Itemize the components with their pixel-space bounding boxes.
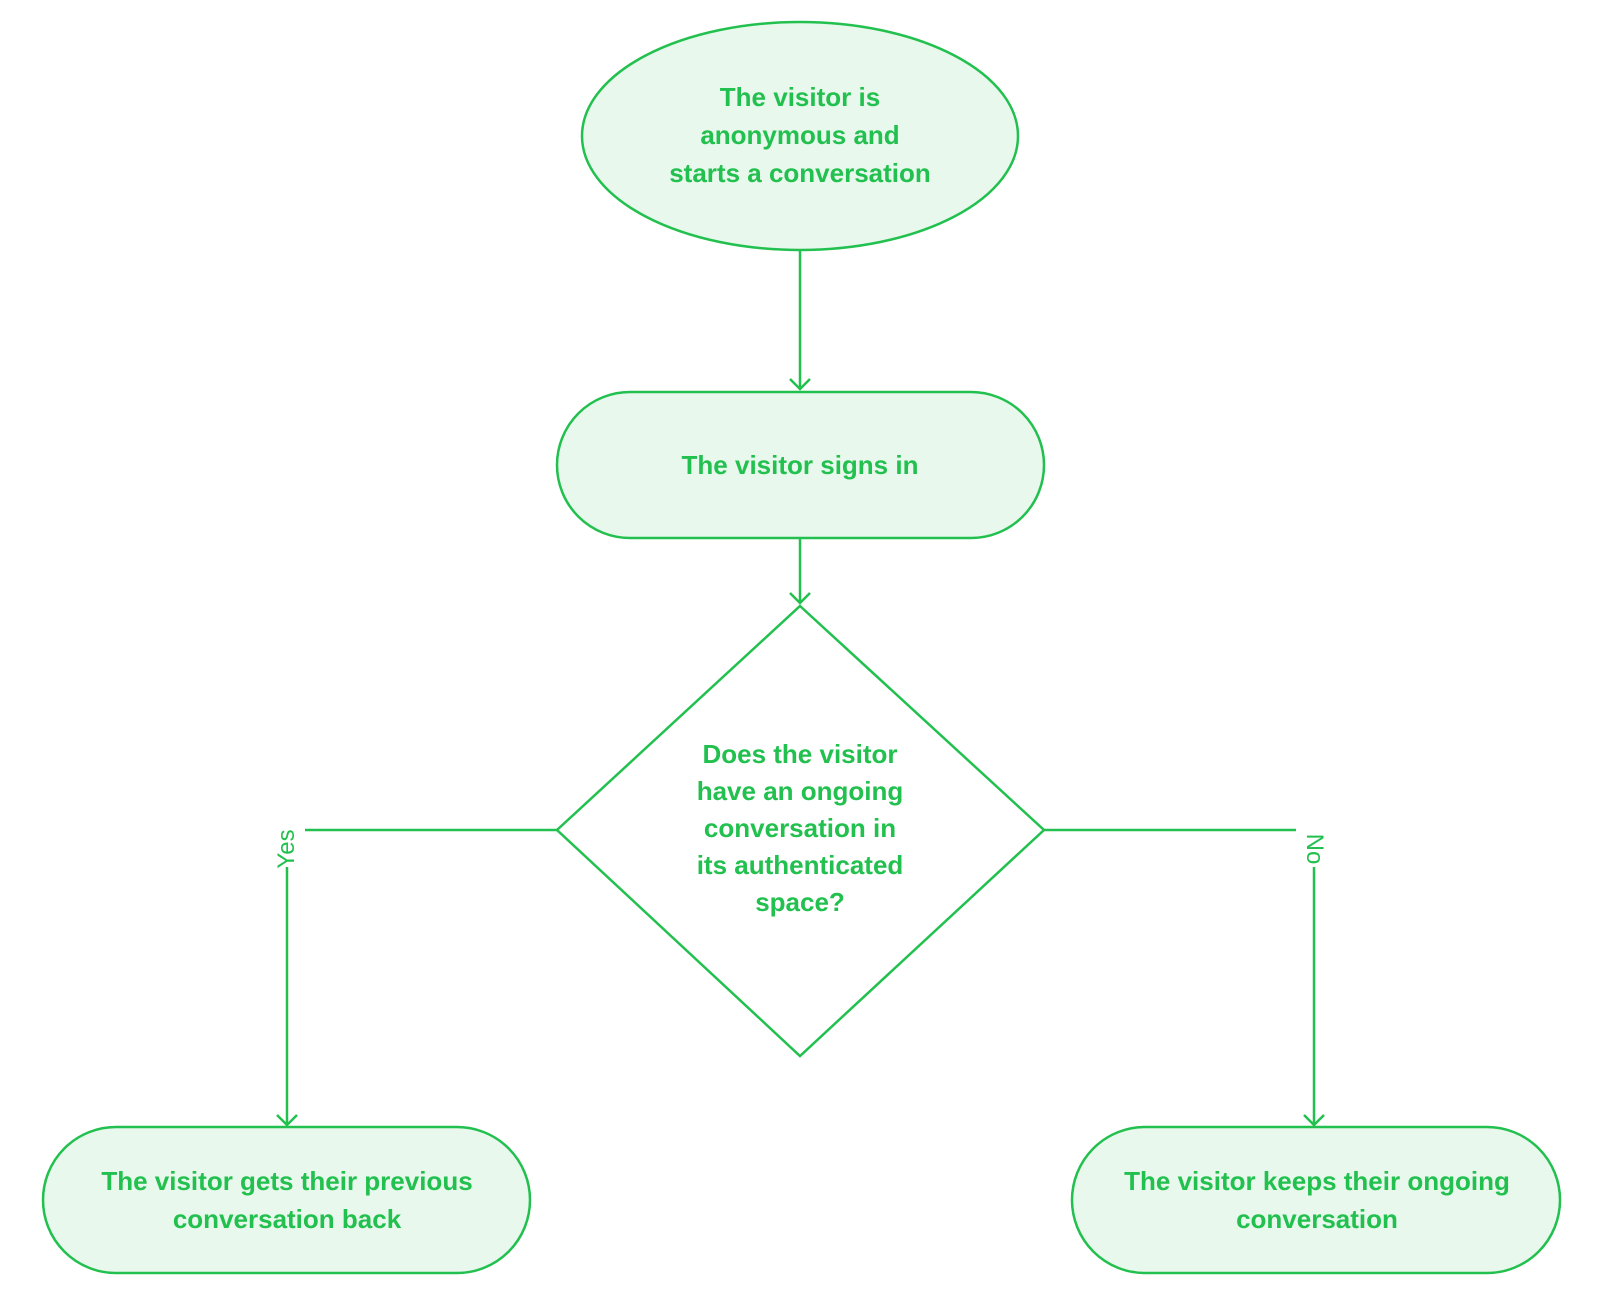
arrowhead-icon: [789, 378, 811, 391]
sign-in-node-label: The visitor signs in: [681, 450, 919, 480]
start-node-shape: [580, 20, 1020, 252]
decision-node-label: Does the visitor have an ongoing convers…: [696, 738, 904, 917]
edge-start-to-sign-in: [789, 251, 811, 391]
no-edge-label: No: [1301, 833, 1328, 865]
sign-in-node-shape: [555, 390, 1046, 540]
arrowhead-icon: [1303, 1114, 1325, 1127]
yes-edge-label: Yes: [273, 829, 300, 869]
decision-node-shape: [555, 604, 1046, 1058]
edge-sign-in-to-decision: [789, 539, 811, 605]
arrowhead-icon: [789, 592, 811, 605]
keep-conversation-node-label: The visitor keeps their ongoing conversa…: [1124, 1166, 1510, 1234]
edge-no: [1044, 828, 1325, 1127]
start-node-label: The visitor is anonymous and starts a co…: [669, 82, 931, 188]
arrowhead-icon: [276, 1114, 298, 1127]
keep-conversation-node-shape: [1070, 1125, 1562, 1275]
edge-yes: [276, 828, 557, 1127]
previous-conversation-node-label: The visitor gets their previous conversa…: [101, 1166, 473, 1234]
previous-conversation-node-shape: [41, 1125, 532, 1275]
